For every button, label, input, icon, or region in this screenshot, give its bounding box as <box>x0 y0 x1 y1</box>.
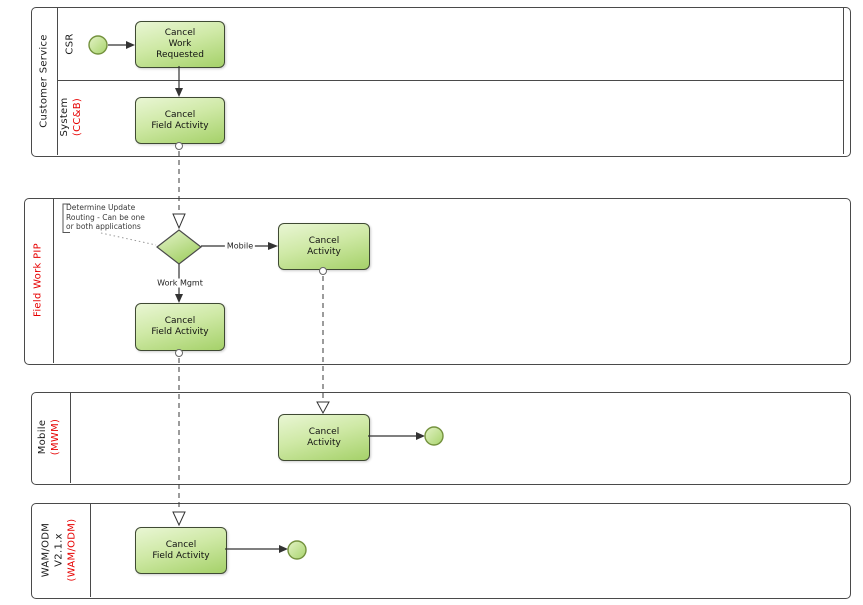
lane-label-wam-odm: WAM/ODM V2.1.x (WAM/ODM) <box>40 519 79 582</box>
lane-label-csr-text: CSR <box>64 33 76 55</box>
pool-wam-odm-label-divider <box>90 503 91 597</box>
pool-field-work-pip <box>24 198 851 365</box>
lane-label-field-work-pip-text: Field Work PIP <box>32 243 44 317</box>
task-cancel-activity-mwm: Cancel Activity <box>278 414 370 461</box>
lane-label-wam-odm-red-text: (WAM/ODM) <box>66 518 78 582</box>
lane-label-mobile: Mobile (MWM) <box>36 419 62 455</box>
lane-label-csr: CSR <box>64 33 77 54</box>
pool-wam-odm <box>31 503 851 599</box>
edge-label-work-mgmt: Work Mgmt <box>155 278 205 288</box>
pool-customer-service-inner-right-line <box>843 8 844 154</box>
pool-customer-service <box>31 7 851 157</box>
task-cancel-field-activity-fwp: Cancel Field Activity <box>135 303 225 351</box>
pool-customer-service-label-divider <box>57 7 58 155</box>
lane-label-mwm-text: (MWM) <box>50 418 61 456</box>
pool-mobile-label-divider <box>70 392 71 483</box>
edge-label-mobile: Mobile <box>224 241 256 251</box>
lane-label-wam-version-text: V2.1.x <box>53 533 65 567</box>
lane-label-ccb-text: (CC&B) <box>72 97 83 137</box>
sublane-divider-csr-system <box>57 80 843 81</box>
lane-label-customer-service-text: Customer Service <box>38 34 50 128</box>
lane-label-system: System (CC&B) <box>58 97 84 136</box>
lane-label-field-work-pip: Field Work PIP <box>32 243 45 317</box>
task-cancel-field-activity-ccb: Cancel Field Activity <box>135 97 225 144</box>
lane-label-mobile-text: Mobile <box>37 419 48 455</box>
task-cancel-field-activity-wam: Cancel Field Activity <box>135 527 227 574</box>
annotation-determine-update-routing: Determine Update Routing - Can be one or… <box>66 203 145 231</box>
pool-mobile <box>31 392 851 485</box>
task-cancel-work-requested: Cancel Work Requested <box>135 21 225 68</box>
lane-label-customer-service: Customer Service <box>38 34 51 128</box>
pool-field-work-pip-label-divider <box>53 198 54 363</box>
lane-label-wam-odm-text: WAM/ODM <box>40 522 52 578</box>
lane-label-system-text: System <box>59 97 70 137</box>
task-cancel-activity-fwp: Cancel Activity <box>278 223 370 270</box>
